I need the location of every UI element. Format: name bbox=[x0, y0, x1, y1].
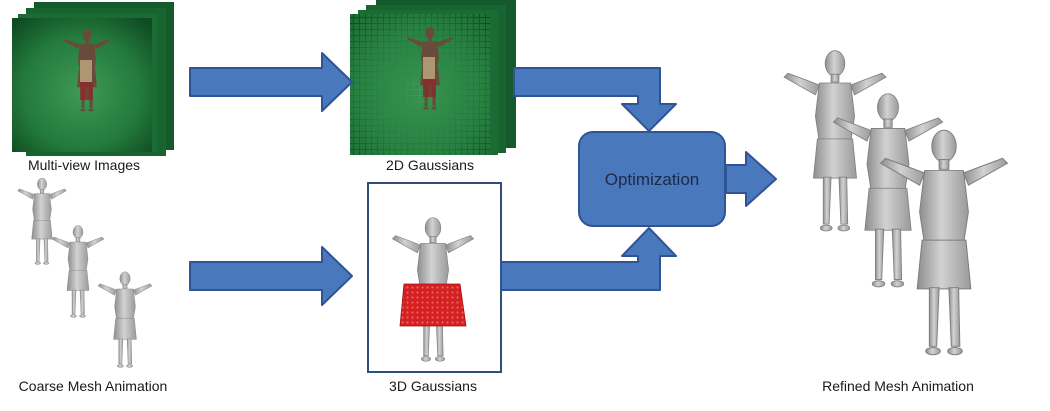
optimization-label: Optimization bbox=[605, 170, 699, 189]
coarse-mesh-figures bbox=[17, 177, 153, 368]
gaussians-2d-label: 2D Gaussians bbox=[386, 157, 474, 173]
coarse-mesh-label: Coarse Mesh Animation bbox=[18, 378, 168, 394]
multiview-images bbox=[12, 2, 174, 156]
gaussians-3d-panel bbox=[367, 182, 502, 373]
arrow-multiview-to-2d bbox=[189, 52, 353, 112]
arrow-coarse-to-3d bbox=[189, 246, 353, 306]
arrow-3d-to-optimization bbox=[500, 227, 677, 291]
arrow-2d-to-optimization bbox=[513, 67, 677, 132]
multiview-images-label: Multi-view Images bbox=[27, 157, 141, 173]
arrow-optimization-to-refined bbox=[725, 151, 777, 207]
refined-mesh-figures bbox=[783, 50, 1009, 356]
optimization-box: Optimization bbox=[578, 131, 726, 227]
gaussians-2d-images bbox=[350, 0, 516, 155]
refined-mesh-label: Refined Mesh Animation bbox=[822, 378, 974, 394]
red-skirt-gaussians bbox=[399, 283, 467, 327]
gaussians-3d-label: 3D Gaussians bbox=[389, 378, 477, 394]
